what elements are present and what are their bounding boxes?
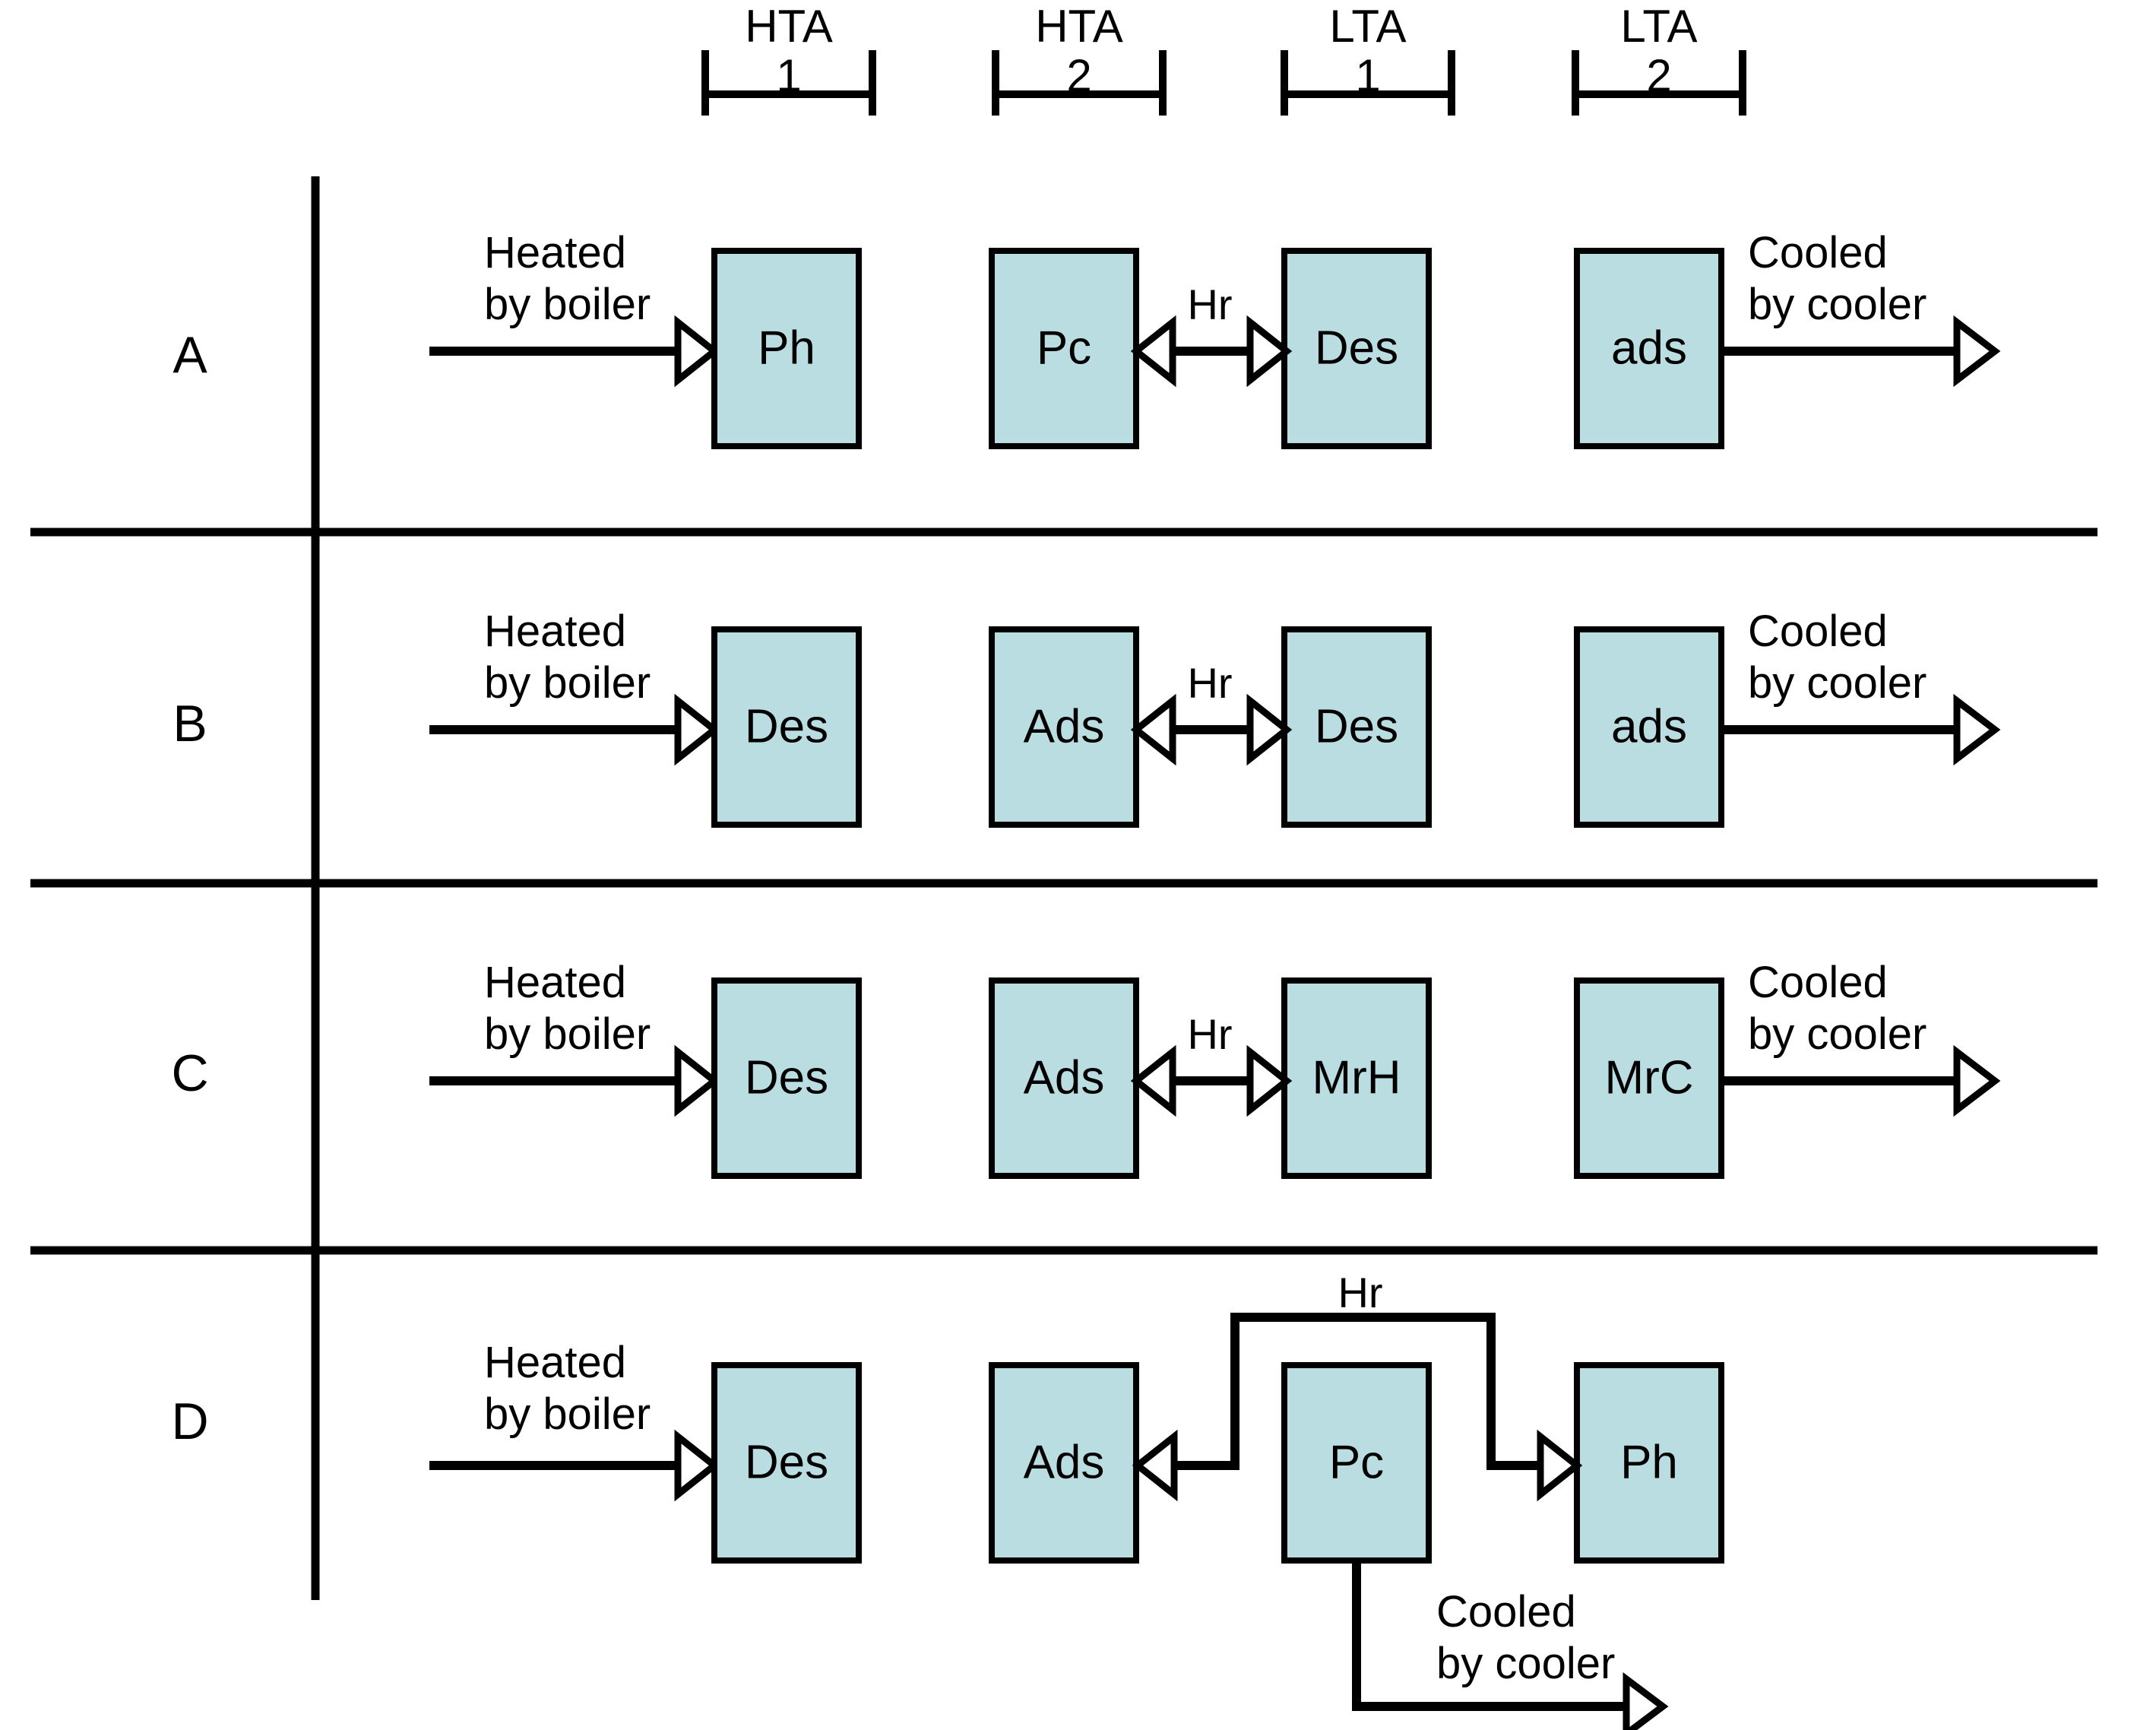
row-d-hr-link: Hr	[1132, 1269, 1583, 1502]
row-b-outlet-line1: Cooled	[1748, 607, 1888, 656]
row-a-outlet-arrowhead	[1953, 315, 2001, 388]
row-c-box-2	[989, 977, 1139, 1179]
row-d-inlet-line1: Heated	[484, 1338, 626, 1387]
row-d-outlet-line1: Cooled	[1436, 1587, 1576, 1637]
row-a-hr-link: Hr	[1130, 280, 1293, 388]
row-a-hr-arrowhead-right	[1246, 315, 1293, 388]
column-bracket-3	[1281, 50, 1455, 116]
row-label-c: C	[171, 1044, 208, 1102]
row-d-outlet-arrowhead	[1623, 1672, 1669, 1730]
grid-rules	[30, 176, 2097, 1600]
row-a-inlet-line2: by boiler	[484, 280, 651, 329]
row-b-box-label-1: Des	[745, 700, 828, 753]
row-d-box-label-2: Ads	[1024, 1436, 1105, 1488]
column-headers: HTA 1 HTA 2 LTA 1	[701, 1, 1746, 116]
row-b-hr-arrowhead-left	[1130, 693, 1176, 766]
row-c-inlet-line2: by boiler	[484, 1009, 651, 1059]
row-label-d: D	[171, 1393, 208, 1450]
row-label-a: A	[173, 326, 207, 384]
row-a-hr-label: Hr	[1187, 280, 1232, 328]
row-d-box-4	[1574, 1362, 1724, 1564]
row-c-box-label-1: Des	[745, 1051, 828, 1104]
row-b-box-4	[1574, 626, 1724, 828]
row-d-box-2	[989, 1362, 1139, 1564]
row-d: D Heated by boiler Des Ads Pc Ph Hr Cool…	[171, 1269, 1724, 1730]
row-c-hr-arrowhead-left	[1130, 1044, 1176, 1117]
row-a-hr-arrowhead-left	[1130, 315, 1176, 388]
row-a: A Heated by boiler Ph Pc Des ads Hr Cool…	[173, 228, 2001, 449]
row-c-hr-label: Hr	[1187, 1010, 1232, 1058]
row-d-box-1	[711, 1362, 862, 1564]
row-c-box-label-2: Ads	[1024, 1051, 1105, 1104]
column-head-label-4: LTA	[1620, 1, 1697, 52]
row-b-inlet-arrowhead	[674, 693, 720, 766]
row-b-box-label-3: Des	[1315, 700, 1398, 753]
row-b-box-2	[989, 626, 1139, 828]
column-header-2: HTA 2	[992, 1, 1167, 116]
column-head-label-3: LTA	[1329, 1, 1406, 52]
row-c-outlet-line1: Cooled	[1748, 958, 1888, 1007]
row-b-box-1	[711, 626, 862, 828]
row-c-box-1	[711, 977, 862, 1179]
row-d-hr-route	[1174, 1313, 1540, 1470]
row-c-box-label-3: MrH	[1312, 1051, 1401, 1104]
column-header-1: HTA 1	[701, 1, 876, 116]
row-d-box-label-4: Ph	[1620, 1436, 1678, 1488]
row-b-outlet-line2: by cooler	[1748, 658, 1926, 708]
row-d-outlet: Cooled by cooler	[1352, 1560, 1669, 1730]
row-c-outlet-line2: by cooler	[1748, 1009, 1926, 1059]
row-d-hr-arrowhead-left	[1132, 1429, 1178, 1502]
row-c-box-label-4: MrC	[1604, 1051, 1693, 1104]
row-c-inlet-line1: Heated	[484, 958, 626, 1007]
row-c: C Heated by boiler Des Ads MrH MrC Hr Co…	[171, 958, 2001, 1179]
row-a-box-2	[989, 248, 1139, 449]
row-b-box-label-4: ads	[1611, 700, 1687, 753]
row-d-inlet-arrowhead	[674, 1429, 720, 1502]
row-d-inlet-line2: by boiler	[484, 1389, 651, 1439]
column-bracket-2	[992, 50, 1167, 116]
row-b-inlet-line2: by boiler	[484, 658, 651, 708]
row-a-box-1	[711, 248, 862, 449]
column-bracket-4	[1572, 50, 1746, 116]
row-d-box-label-1: Des	[745, 1436, 828, 1488]
column-head-label-1: HTA	[745, 1, 833, 52]
row-c-box-3	[1281, 977, 1432, 1179]
row-c-inlet-arrowhead	[674, 1044, 720, 1117]
row-b: B Heated by boiler Des Ads Des ads Hr Co…	[173, 607, 2001, 828]
row-d-hr-label: Hr	[1338, 1269, 1382, 1317]
column-header-4: LTA 2	[1572, 1, 1746, 116]
row-b-hr-label: Hr	[1187, 659, 1232, 707]
row-label-b: B	[173, 695, 207, 753]
column-bracket-1	[701, 50, 876, 116]
row-c-box-4	[1574, 977, 1724, 1179]
row-c-outlet-arrowhead	[1953, 1044, 2001, 1117]
column-header-3: LTA 1	[1281, 1, 1455, 116]
row-a-box-label-3: Des	[1315, 322, 1398, 374]
row-a-inlet-line1: Heated	[484, 228, 626, 277]
row-b-inlet-line1: Heated	[484, 607, 626, 656]
row-d-hr-arrowhead-right	[1537, 1429, 1583, 1502]
row-a-box-label-2: Pc	[1037, 322, 1091, 374]
row-d-outlet-line2: by cooler	[1436, 1639, 1615, 1688]
row-a-inlet-arrowhead	[674, 315, 720, 388]
row-a-outlet-line2: by cooler	[1748, 280, 1926, 329]
row-b-hr-arrowhead-right	[1246, 693, 1293, 766]
row-b-outlet-arrowhead	[1953, 693, 2001, 766]
column-head-label-2: HTA	[1035, 1, 1123, 52]
row-a-box-label-1: Ph	[758, 322, 815, 374]
row-a-box-label-4: ads	[1611, 322, 1687, 374]
row-a-outlet-line1: Cooled	[1748, 228, 1888, 277]
row-c-hr-arrowhead-right	[1246, 1044, 1293, 1117]
row-b-box-label-2: Ads	[1024, 700, 1105, 753]
row-a-box-4	[1574, 248, 1724, 449]
row-d-box-label-3: Pc	[1329, 1436, 1384, 1488]
row-b-hr-link: Hr	[1130, 659, 1293, 766]
row-c-hr-link: Hr	[1130, 1010, 1293, 1117]
row-d-outlet-route	[1352, 1560, 1626, 1711]
